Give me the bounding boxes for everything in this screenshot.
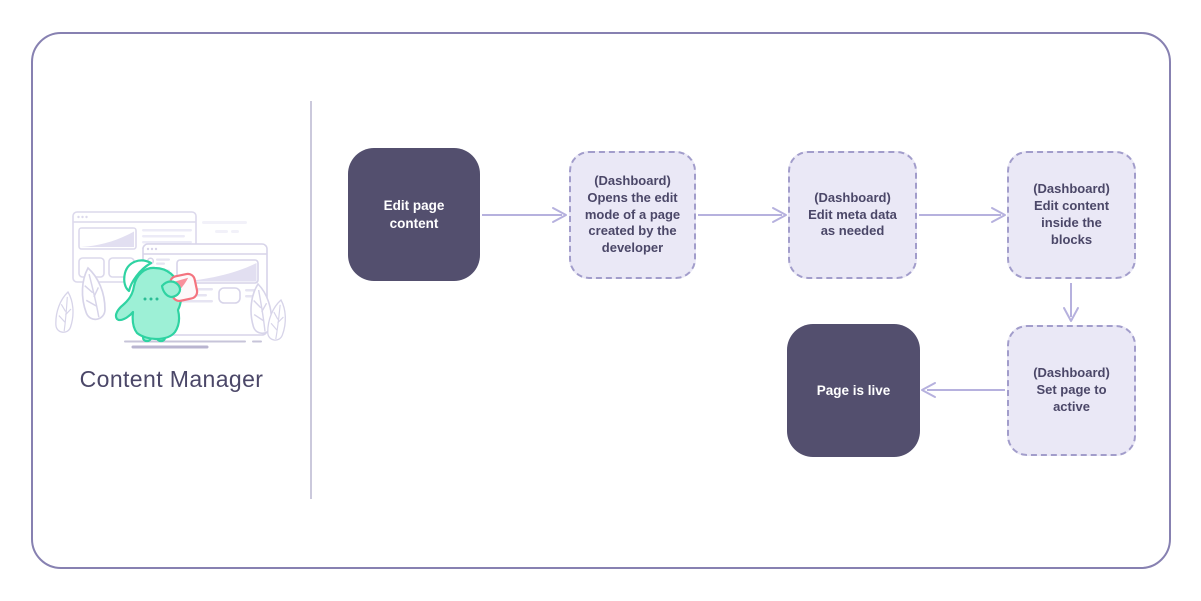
flow-node-prefix: (Dashboard) <box>594 172 671 188</box>
flow-node-label: Edit meta data as needed <box>808 206 897 239</box>
flow-node-label: Edit content inside the blocks <box>1033 198 1110 247</box>
flow-node-label: Set page to active <box>1036 382 1107 414</box>
flow-node-prefix: (Dashboard) <box>814 189 891 205</box>
mascot-leaf-hat <box>123 259 153 293</box>
flow-node-label: Opens the edit mode of a page created by… <box>584 189 681 256</box>
flow-node-edit-content-blocks: (Dashboard) Edit content inside the bloc… <box>1007 151 1136 279</box>
content-manager-illustration <box>55 211 290 349</box>
flow-node-label: Edit page content <box>383 197 445 231</box>
faint-text-lines <box>202 221 247 233</box>
actor-title: Content Manager <box>79 366 264 392</box>
panel-divider <box>310 101 312 499</box>
ground-lines <box>124 340 262 349</box>
flow-node-edit-page-content: Edit page content <box>348 148 480 281</box>
flow-node-page-is-live: Page is live <box>787 324 920 457</box>
flow-node-prefix: (Dashboard) <box>1033 365 1110 381</box>
flow-node-label: Page is live <box>816 382 891 398</box>
flow-node-set-page-active: (Dashboard) Set page to active <box>1007 325 1136 456</box>
mascot <box>114 259 199 343</box>
flow-node-open-edit-mode: (Dashboard) Opens the edit mode of a pag… <box>569 151 696 279</box>
mascot-arm <box>160 280 182 299</box>
flow-node-edit-meta-data: (Dashboard) Edit meta data as needed <box>788 151 917 279</box>
leaf-left-small <box>55 290 77 334</box>
flow-node-prefix: (Dashboard) <box>1033 181 1110 197</box>
